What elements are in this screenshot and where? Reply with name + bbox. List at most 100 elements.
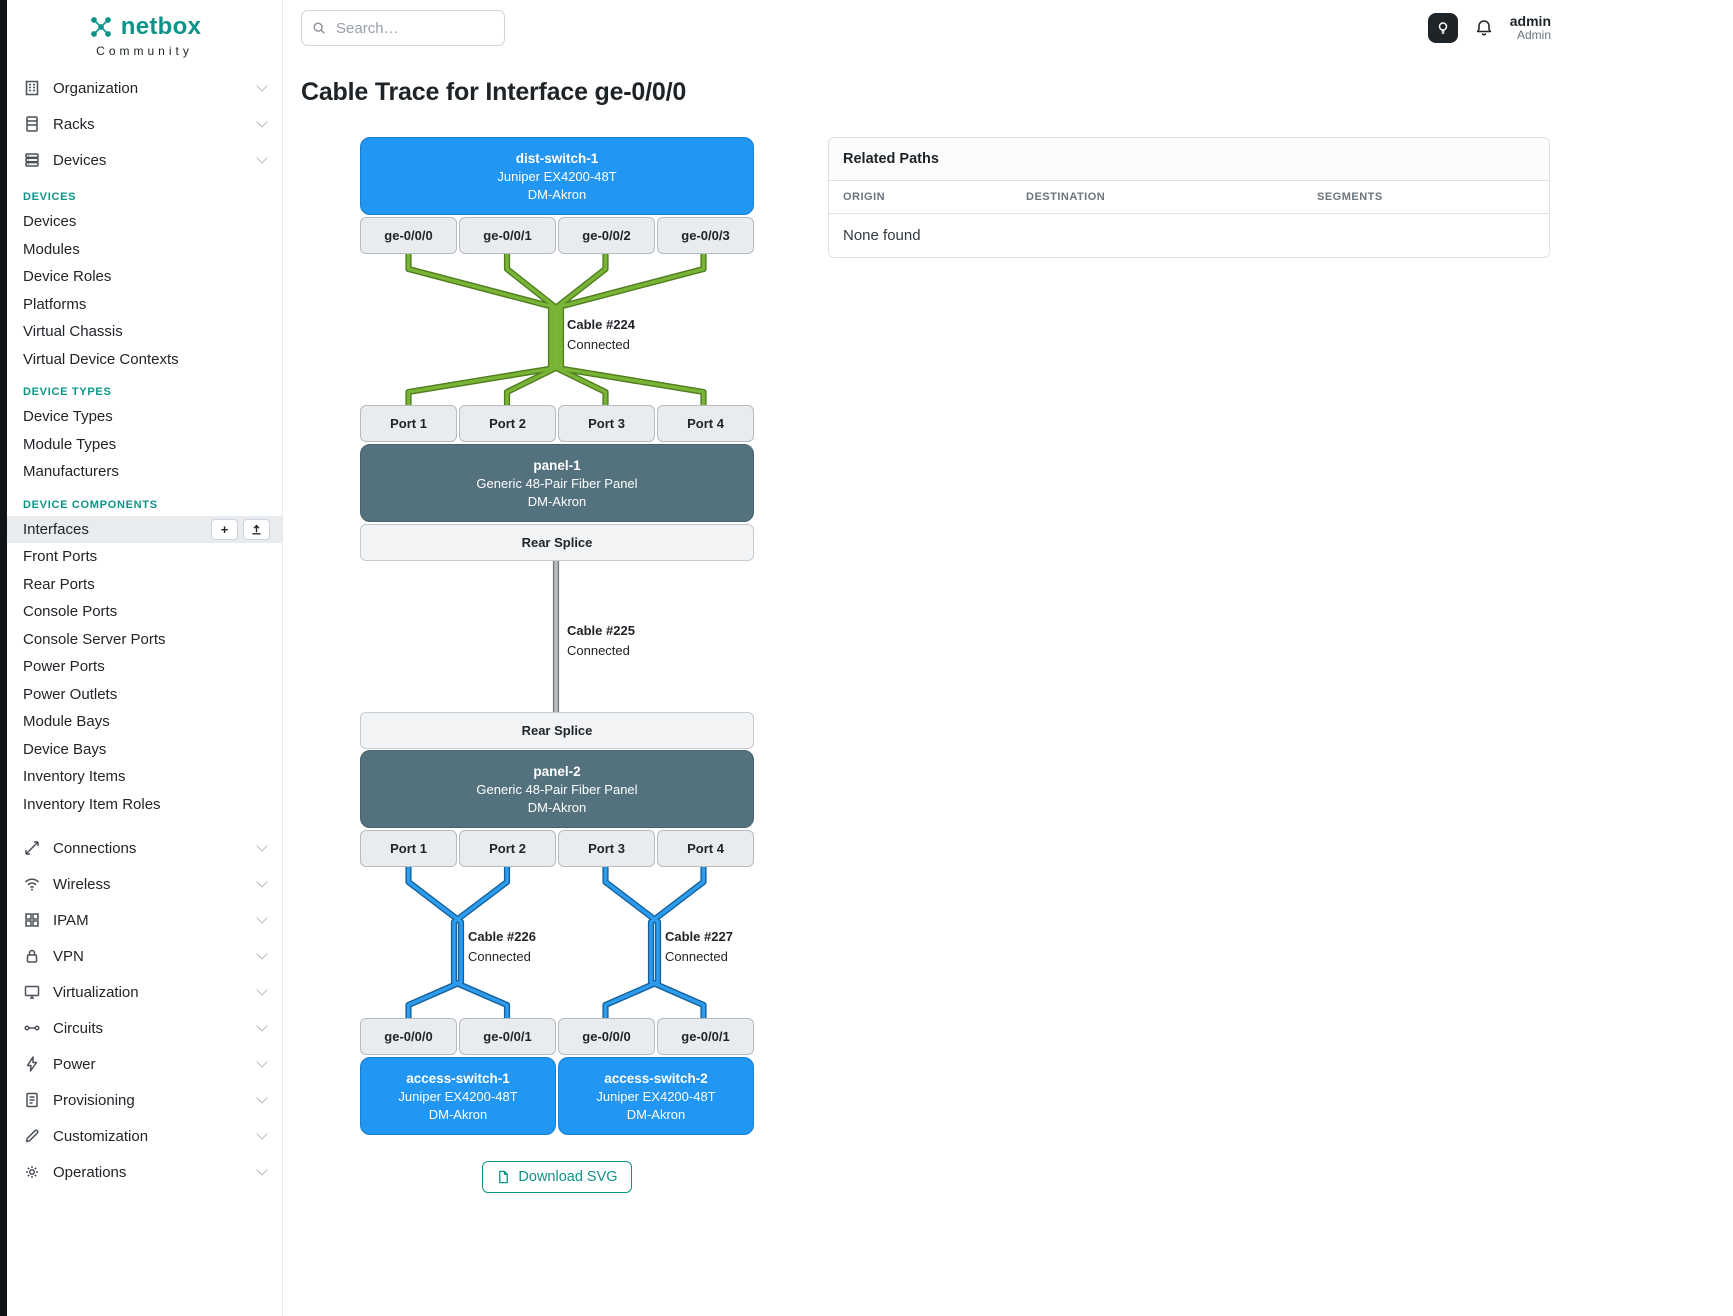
bottom-device-row: access-switch-1 Juniper EX4200-48T DM-Ak… xyxy=(360,1057,754,1135)
notifications-button[interactable] xyxy=(1474,18,1494,38)
cable-label-226[interactable]: Cable #226 Connected xyxy=(468,927,536,967)
sidebar-group-label: Racks xyxy=(53,115,95,133)
sidebar-item-modules[interactable]: Modules xyxy=(23,240,80,258)
port-box[interactable]: Port 1 xyxy=(360,405,457,442)
device-node-panel-2[interactable]: panel-2 Generic 48-Pair Fiber Panel DM-A… xyxy=(360,750,754,828)
cable-name: Cable #224 xyxy=(567,317,635,332)
device-node-access-switch-2[interactable]: access-switch-2 Juniper EX4200-48T DM-Ak… xyxy=(558,1057,754,1135)
sidebar-group-power[interactable]: Power xyxy=(7,1046,282,1082)
device-node-panel-1[interactable]: panel-1 Generic 48-Pair Fiber Panel DM-A… xyxy=(360,444,754,522)
sidebar-item-device-types[interactable]: Device Types xyxy=(23,408,113,426)
interface-box[interactable]: ge-0/0/1 xyxy=(459,217,556,254)
port-box[interactable]: Port 3 xyxy=(558,405,655,442)
interface-box[interactable]: ge-0/0/3 xyxy=(657,217,754,254)
search-input[interactable] xyxy=(334,18,494,38)
device-name: access-switch-2 xyxy=(604,1070,708,1086)
sidebar-group-customization[interactable]: Customization xyxy=(7,1118,282,1154)
chevron-down-icon xyxy=(256,1128,268,1140)
sidebar-item-power-outlets[interactable]: Power Outlets xyxy=(23,685,118,703)
sidebar-item-console-server-ports[interactable]: Console Server Ports xyxy=(23,630,166,648)
import-button[interactable] xyxy=(243,518,270,540)
interface-box[interactable]: ge-0/0/1 xyxy=(459,1018,556,1055)
cable-name: Cable #226 xyxy=(468,929,536,944)
sidebar-group-ipam[interactable]: IPAM xyxy=(7,902,282,938)
chevron-down-icon xyxy=(256,116,268,128)
sidebar-group-vpn[interactable]: VPN xyxy=(7,938,282,974)
cable-status: Connected xyxy=(567,643,630,659)
building-icon xyxy=(25,80,39,96)
sidebar-item-virtual-device-contexts[interactable]: Virtual Device Contexts xyxy=(23,350,179,368)
brand-logo[interactable]: netbox Community xyxy=(7,0,282,62)
netbox-logo-icon xyxy=(90,17,111,37)
chevron-down-icon xyxy=(256,840,268,852)
device-node-access-switch-1[interactable]: access-switch-1 Juniper EX4200-48T DM-Ak… xyxy=(360,1057,556,1135)
sidebar-item-power-ports[interactable]: Power Ports xyxy=(23,658,105,676)
device-model: Juniper EX4200-48T xyxy=(596,1088,716,1104)
port-box[interactable]: Port 3 xyxy=(558,830,655,867)
brand-tagline: Community xyxy=(96,44,193,58)
rear-splice-box[interactable]: Rear Splice xyxy=(360,524,754,561)
chevron-down-icon xyxy=(256,984,268,996)
sidebar-group-virtualization[interactable]: Virtualization xyxy=(7,974,282,1010)
cable-label-224[interactable]: Cable #224 Connected xyxy=(567,315,635,355)
sidebar-group-racks[interactable]: Racks xyxy=(7,106,282,142)
download-svg-button[interactable]: Download SVG xyxy=(482,1161,632,1193)
theme-toggle-button[interactable] xyxy=(1427,13,1458,43)
add-button[interactable]: + xyxy=(211,518,238,540)
device-node-dist-switch-1[interactable]: dist-switch-1 Juniper EX4200-48T DM-Akro… xyxy=(360,137,754,215)
sidebar-item-platforms[interactable]: Platforms xyxy=(23,295,87,313)
sidebar-group-wireless[interactable]: Wireless xyxy=(7,866,282,902)
interface-box[interactable]: ge-0/0/0 xyxy=(360,217,457,254)
rear-splice-box[interactable]: Rear Splice xyxy=(360,712,754,749)
cable-label-225[interactable]: Cable #225 Connected xyxy=(567,621,635,661)
sidebar-item-manufacturers[interactable]: Manufacturers xyxy=(23,463,119,481)
port-box[interactable]: Port 4 xyxy=(657,830,754,867)
port-box[interactable]: Port 1 xyxy=(360,830,457,867)
sidebar-item-inventory-items[interactable]: Inventory Items xyxy=(23,768,126,786)
port-box[interactable]: Port 4 xyxy=(657,405,754,442)
devices-icon xyxy=(25,153,39,167)
sidebar-group-connections[interactable]: Connections xyxy=(7,830,282,866)
sidebar-item-virtual-chassis[interactable]: Virtual Chassis xyxy=(23,323,123,341)
interface-box[interactable]: ge-0/0/0 xyxy=(558,1018,655,1055)
sidebar-item-device-roles[interactable]: Device Roles xyxy=(23,268,112,286)
device-site: DM-Akron xyxy=(626,1106,686,1122)
cable-name: Cable #225 xyxy=(567,623,635,638)
circuit-icon xyxy=(24,1025,40,1031)
sidebar-group-circuits[interactable]: Circuits xyxy=(7,1010,282,1046)
section-title-device-components: DEVICE COMPONENTS xyxy=(23,498,158,511)
device-model: Generic 48-Pair Fiber Panel xyxy=(476,781,638,797)
sidebar-item-front-ports[interactable]: Front Ports xyxy=(23,548,98,566)
sidebar-group-label: Operations xyxy=(53,1163,127,1181)
search-box[interactable] xyxy=(301,10,505,46)
device-site: DM-Akron xyxy=(527,493,587,509)
sidebar-item-interfaces[interactable]: Interfaces + xyxy=(7,515,282,543)
window-edge xyxy=(0,0,7,1316)
port-box[interactable]: Port 2 xyxy=(459,405,556,442)
interface-box[interactable]: ge-0/0/0 xyxy=(360,1018,457,1055)
sidebar-group-devices[interactable]: Devices xyxy=(7,142,282,178)
sidebar-item-console-ports[interactable]: Console Ports xyxy=(23,603,118,621)
sidebar-item-devices[interactable]: Devices xyxy=(23,213,77,231)
chevron-down-icon xyxy=(256,152,268,164)
sidebar-group-label: VPN xyxy=(53,947,84,965)
interface-box[interactable]: ge-0/0/2 xyxy=(558,217,655,254)
brand-name: netbox xyxy=(120,13,202,40)
port-box[interactable]: Port 2 xyxy=(459,830,556,867)
cable-label-227[interactable]: Cable #227 Connected xyxy=(665,927,733,967)
device-model: Generic 48-Pair Fiber Panel xyxy=(476,475,638,491)
user-menu[interactable]: admin Admin xyxy=(1510,13,1551,43)
sidebar-group-label: Devices xyxy=(53,151,107,169)
sidebar-item-inventory-item-roles[interactable]: Inventory Item Roles xyxy=(23,795,161,813)
sidebar-group-organization[interactable]: Organization xyxy=(7,70,282,106)
sidebar-item-rear-ports[interactable]: Rear Ports xyxy=(23,575,95,593)
sidebar-item-device-bays[interactable]: Device Bays xyxy=(23,740,107,758)
cable-lines-svg xyxy=(360,137,754,1135)
sidebar-group-label: Circuits xyxy=(53,1019,104,1037)
interface-box[interactable]: ge-0/0/1 xyxy=(657,1018,754,1055)
sidebar-group-operations[interactable]: Operations xyxy=(7,1154,282,1190)
sidebar-group-provisioning[interactable]: Provisioning xyxy=(7,1082,282,1118)
device-site: DM-Akron xyxy=(527,186,587,202)
sidebar-item-module-bays[interactable]: Module Bays xyxy=(23,713,110,731)
sidebar-item-module-types[interactable]: Module Types xyxy=(23,435,117,453)
